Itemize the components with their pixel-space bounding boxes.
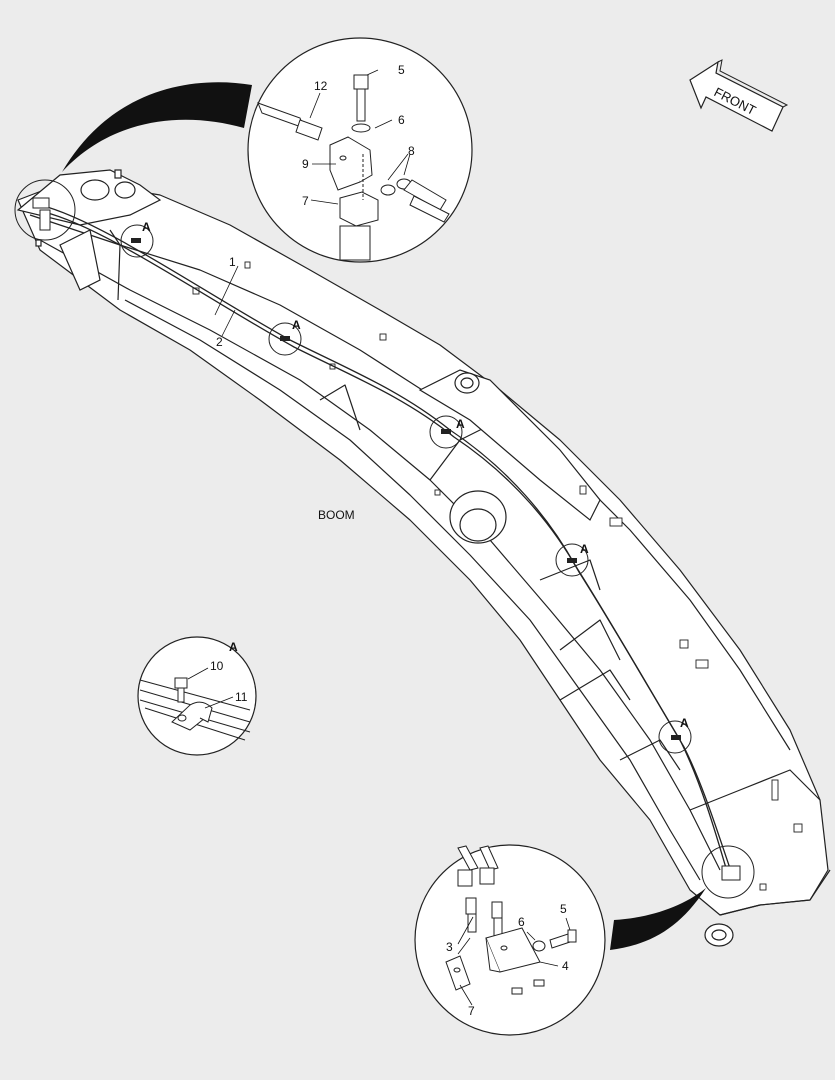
upper-pipe-end-circle	[14, 179, 76, 241]
detail-a-title: A	[229, 640, 238, 654]
callout-2: 2	[216, 335, 223, 349]
callout-6-bottom: 6	[518, 915, 525, 929]
callout-9: 9	[302, 157, 309, 171]
callout-7-bottom: 7	[468, 1004, 475, 1018]
callout-10: 10	[210, 659, 224, 673]
upper-pipe-end-fitting	[32, 197, 51, 231]
callout-6-top: 6	[398, 113, 405, 127]
boom-body	[17, 179, 831, 916]
front-arrow: FRONT	[689, 59, 789, 132]
callout-12: 12	[314, 79, 328, 93]
marker-a-4: A	[580, 542, 589, 556]
marker-a-2: A	[292, 318, 301, 332]
pipe-callouts: 1 2	[214, 255, 239, 349]
callout-1: 1	[229, 255, 236, 269]
callout-5-bottom: 5	[560, 902, 567, 916]
clamp-markers	[120, 224, 692, 754]
boom-end-pin	[704, 923, 734, 947]
clamp-marks	[131, 238, 681, 740]
detail-a: A 10 11	[137, 636, 257, 756]
boom-label: BOOM	[318, 508, 355, 522]
callout-8: 8	[408, 144, 415, 158]
lower-pipe-end-fitting	[721, 865, 741, 881]
callout-5-top: 5	[398, 63, 405, 77]
boom-cylinder-bracket	[418, 369, 601, 544]
marker-a-1: A	[142, 220, 151, 234]
hydraulic-pipes	[39, 204, 735, 881]
marker-a-5: A	[680, 716, 689, 730]
bottom-detail: 3 6 5 4 7	[414, 844, 606, 1036]
callout-7-top: 7	[302, 194, 309, 208]
top-detail: 12 5 6 9 8 7	[247, 37, 473, 263]
detail-markers-a: A A A A A	[142, 220, 689, 730]
marker-a-3: A	[456, 417, 465, 431]
callout-11: 11	[235, 690, 248, 704]
callout-4: 4	[562, 959, 569, 973]
boom-foot-bracket	[16, 169, 162, 291]
top-detail-pointer	[62, 82, 252, 172]
boom-lugs	[192, 261, 803, 891]
callout-3: 3	[446, 940, 453, 954]
bottom-detail-pointer	[610, 888, 706, 950]
lower-pipe-end-circle	[701, 845, 755, 899]
